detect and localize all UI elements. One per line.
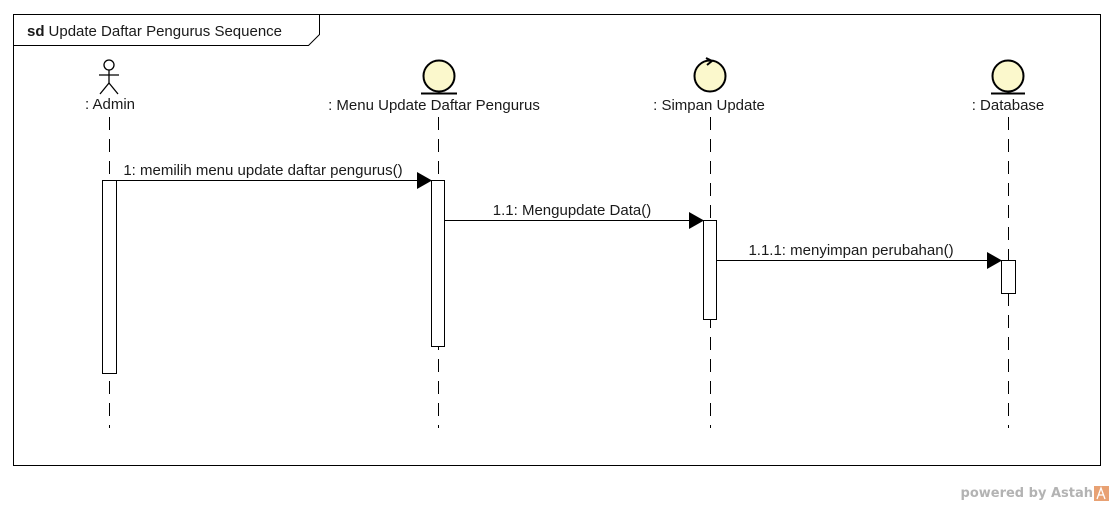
message-label-2: 1.1: Mengupdate Data() (493, 202, 651, 219)
powered-by-text: powered by Astah (961, 486, 1093, 501)
arrowhead-icon (689, 212, 704, 229)
activation-admin[interactable] (102, 180, 117, 374)
message-3[interactable] (717, 252, 1002, 269)
arrowhead-icon (417, 172, 432, 189)
boundary-icon[interactable] (421, 59, 457, 95)
frame-title-tab (13, 14, 320, 46)
frame-keyword: sd (27, 23, 45, 40)
lifeline-label-database: : Database (972, 97, 1045, 114)
frame-name: Update Daftar Pengurus Sequence (49, 23, 283, 40)
activation-database[interactable] (1001, 260, 1016, 294)
control-icon[interactable] (693, 57, 727, 93)
activation-menu[interactable] (431, 180, 445, 347)
lifeline-label-admin: : Admin (85, 96, 135, 113)
message-1[interactable] (117, 172, 432, 189)
lifeline-label-menu: : Menu Update Daftar Pengurus (328, 97, 540, 114)
activation-simpan[interactable] (703, 220, 717, 320)
message-label-1: 1: memilih menu update daftar pengurus() (123, 162, 402, 179)
arrowhead-icon (987, 252, 1002, 269)
activation-bars (102, 180, 1016, 374)
message-2[interactable] (445, 212, 704, 229)
actor-icon[interactable] (99, 59, 119, 95)
diagram-frame (13, 14, 1101, 466)
message-label-3: 1.1.1: menyimpan perubahan() (748, 242, 953, 259)
entity-icon[interactable] (991, 59, 1025, 95)
astah-logo-icon (1094, 486, 1109, 501)
lifeline-label-simpan: : Simpan Update (653, 97, 765, 114)
